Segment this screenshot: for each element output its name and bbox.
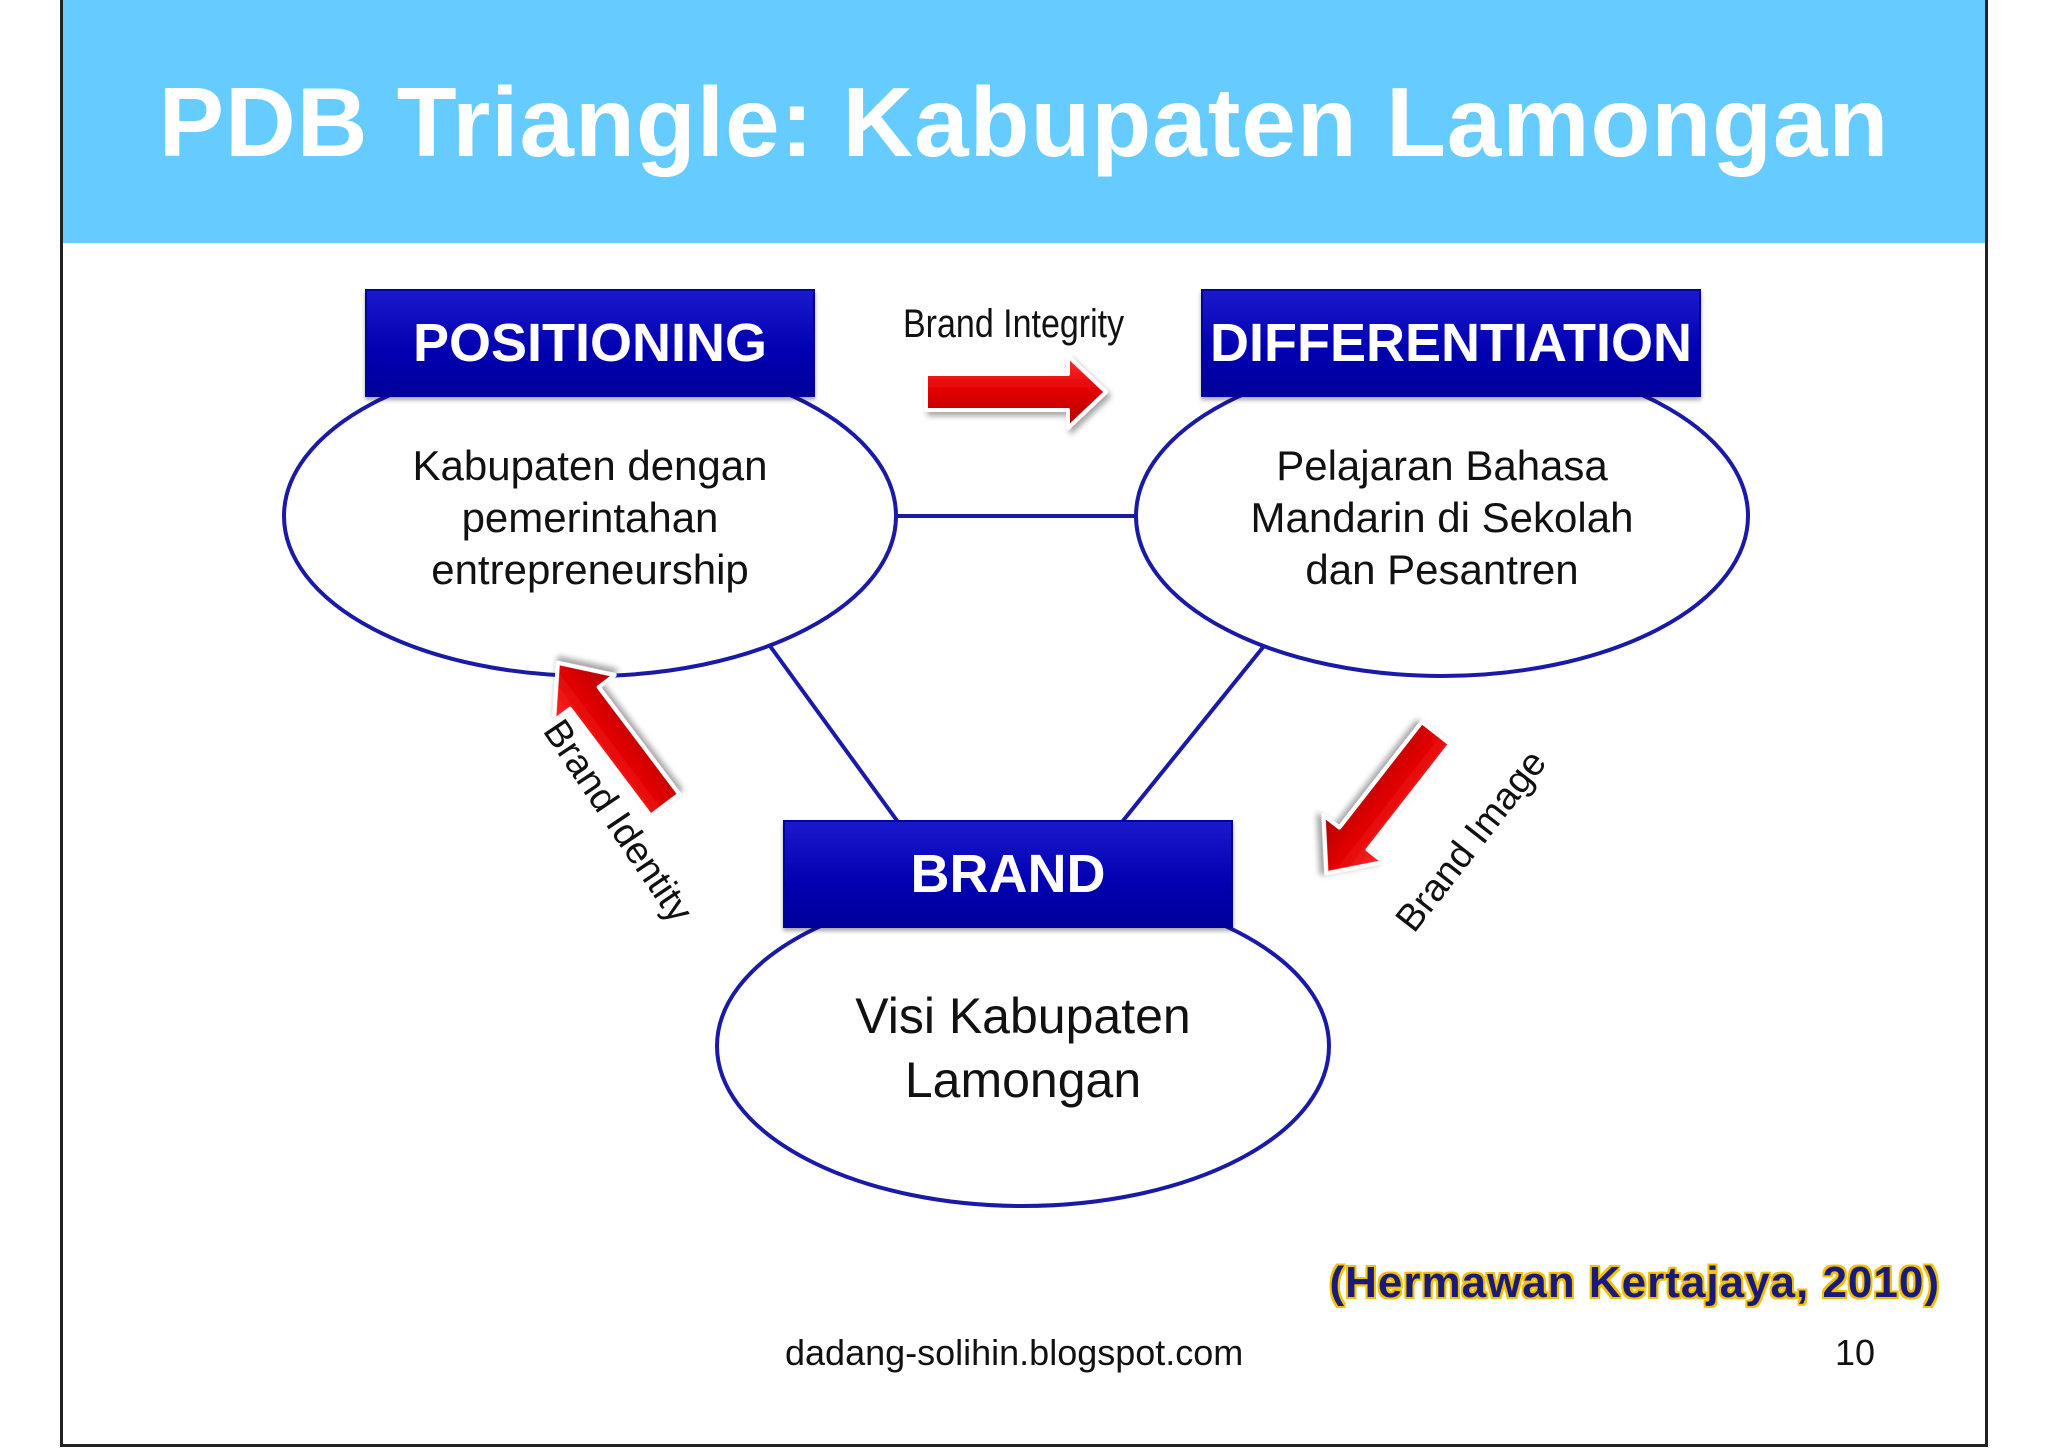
brand-identity-arrow <box>552 660 682 818</box>
brand-integrity-label: Brand Integrity <box>903 302 1125 346</box>
brand-image-arrow <box>1321 719 1453 876</box>
positioning-line: Kabupaten dengan <box>412 442 768 489</box>
footer-url: dadang-solihin.blogspot.com <box>785 1332 1244 1373</box>
brand-description: Visi Kabupaten Lamongan <box>773 984 1273 1112</box>
positioning-label: POSITIONING <box>365 289 815 397</box>
positioning-line: pemerintahan <box>461 494 719 541</box>
positioning-line: entrepreneurship <box>431 546 749 593</box>
differentiation-line: Pelajaran Bahasa <box>1276 442 1608 489</box>
page-number: 10 <box>1835 1332 1876 1373</box>
differentiation-line: Mandarin di Sekolah <box>1250 494 1634 541</box>
citation: (Hermawan Kertajaya, 2010) <box>1329 1258 1940 1307</box>
differentiation-line: dan Pesantren <box>1305 546 1579 593</box>
positioning-description: Kabupaten dengan pemerintahan entreprene… <box>340 440 840 596</box>
connector-differentiation-brand <box>1120 644 1266 824</box>
brand-line: Visi Kabupaten <box>855 988 1191 1044</box>
differentiation-description: Pelajaran Bahasa Mandarin di Sekolah dan… <box>1192 440 1692 596</box>
brand-integrity-arrow <box>924 354 1108 430</box>
title-bar: PDB Triangle: Kabupaten Lamongan <box>63 0 1985 243</box>
brand-label: BRAND <box>783 820 1233 928</box>
slide-title: PDB Triangle: Kabupaten Lamongan <box>158 67 1890 177</box>
differentiation-label: DIFFERENTIATION <box>1201 289 1701 397</box>
brand-line: Lamongan <box>904 1052 1142 1108</box>
connector-positioning-brand <box>768 644 900 824</box>
